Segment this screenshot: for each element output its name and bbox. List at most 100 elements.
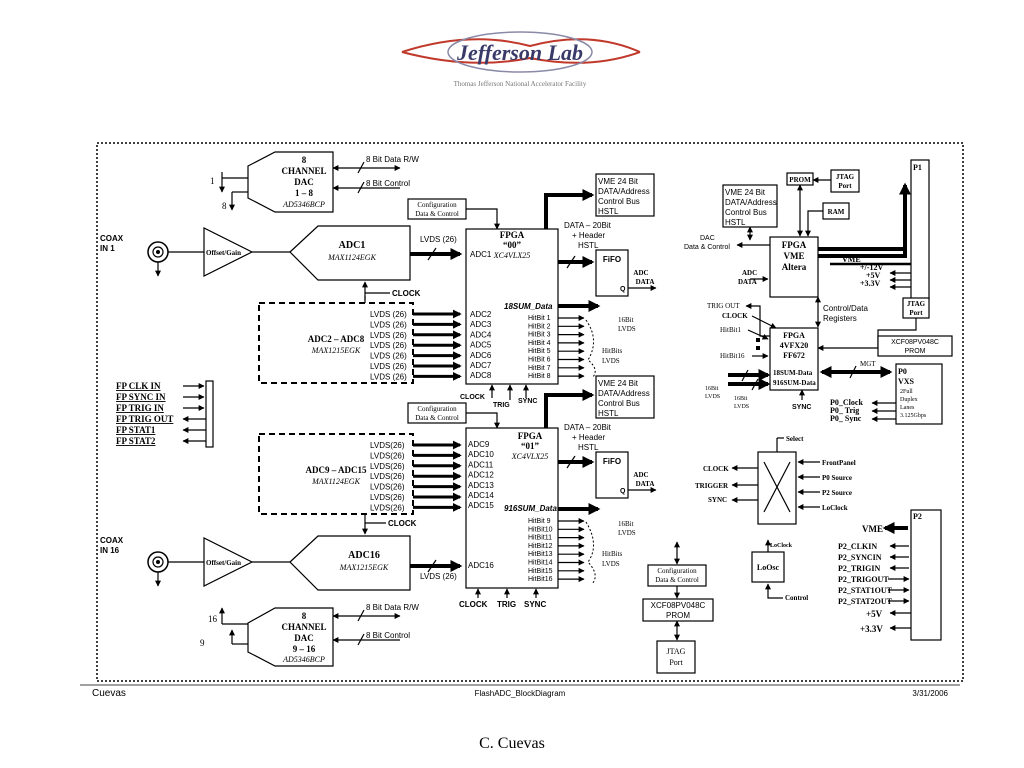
- svg-text:XC4VLX25: XC4VLX25: [511, 452, 548, 461]
- svg-text:916SUM_Data: 916SUM_Data: [504, 504, 557, 513]
- footer-left: Cuevas: [92, 688, 126, 699]
- adc16-block: [289, 535, 411, 591]
- p2-signal-label: P2_SYNCIN: [838, 553, 882, 562]
- svg-text:916SUM-Data: 916SUM-Data: [773, 379, 816, 387]
- fpga-input-label: ADC2: [470, 310, 492, 319]
- svg-text:DATA: DATA: [636, 480, 655, 488]
- footer-center: FlashADC_BlockDiagram: [475, 689, 566, 698]
- svg-text:DATA: DATA: [738, 278, 757, 286]
- svg-text:Data & Control: Data & Control: [415, 414, 459, 422]
- lvds-label: LVDS(26): [370, 472, 405, 481]
- svg-text:+5V: +5V: [866, 271, 881, 280]
- svg-text:FrontPanel: FrontPanel: [822, 459, 856, 467]
- svg-text:DAC: DAC: [294, 633, 314, 643]
- svg-text:9: 9: [200, 638, 205, 648]
- svg-text:ADC2 – ADC8: ADC2 – ADC8: [308, 334, 365, 344]
- bottom-prom-chain: Configuration Data & Control XCF08PV048C…: [642, 541, 714, 674]
- svg-text:+ Header: + Header: [572, 231, 605, 240]
- svg-text:DATA – 20Bit: DATA – 20Bit: [564, 423, 612, 432]
- svg-text:HitBit16: HitBit16: [720, 352, 745, 360]
- svg-text:Q: Q: [620, 488, 626, 495]
- svg-text:4VFX20: 4VFX20: [780, 341, 808, 350]
- hitbit-label: HitBit12: [528, 543, 553, 550]
- svg-text:P1: P1: [913, 163, 922, 172]
- svg-text:LVDS (26): LVDS (26): [420, 235, 457, 244]
- svg-text:ADC: ADC: [633, 471, 648, 479]
- svg-text:18SUM_Data: 18SUM_Data: [504, 302, 553, 311]
- fpga-input-label: ADC6: [470, 351, 492, 360]
- svg-text:LVDS: LVDS: [618, 529, 636, 537]
- local-oscillator: LoOsc LoClock Control: [751, 539, 808, 602]
- svg-text:FPGA: FPGA: [518, 431, 543, 441]
- svg-text:P0_ Sync: P0_ Sync: [830, 414, 862, 423]
- adc-group-2-8: ADC2 – ADC8 MAX1215EGK LVDS (26) LVDS (26…: [258, 296, 462, 384]
- fpga-input-label: ADC16: [468, 561, 494, 570]
- svg-text:COAX: COAX: [100, 234, 124, 243]
- svg-text:16Bit: 16Bit: [618, 520, 634, 528]
- p2-signal-label: P2_STAT2OUT: [838, 597, 893, 606]
- svg-text:MAX1215EGK: MAX1215EGK: [311, 346, 361, 355]
- svg-text:8 Bit Data R/W: 8 Bit Data R/W: [366, 155, 419, 164]
- p2-signal-label: P2_TRIGOUT: [838, 575, 889, 584]
- svg-text:HitBits: HitBits: [602, 347, 623, 355]
- svg-text:Port: Port: [669, 658, 683, 667]
- svg-text:LoClock: LoClock: [770, 543, 793, 549]
- svg-text:CLOCK: CLOCK: [460, 394, 485, 401]
- svg-text:1: 1: [210, 176, 215, 186]
- svg-text:18SUM-Data: 18SUM-Data: [773, 369, 813, 377]
- hitbit-label: HitBit15: [528, 568, 553, 575]
- p0-connector: P0 VXS 2Full Duplex Lanes 3.125Gbps P0_C…: [830, 363, 943, 425]
- svg-text:Configuration: Configuration: [657, 567, 697, 575]
- svg-text:3.125Gbps: 3.125Gbps: [900, 413, 927, 419]
- svg-text:DATA – 20Bit: DATA – 20Bit: [564, 221, 612, 230]
- lvds-label: LVDS (26): [370, 372, 407, 381]
- svg-text:Configuration: Configuration: [417, 201, 457, 209]
- svg-text:FiFO: FiFO: [603, 255, 621, 264]
- svg-text:AD5346BCP: AD5346BCP: [282, 200, 325, 209]
- svg-text:LVDS (26): LVDS (26): [420, 572, 457, 581]
- svg-text:VME 24 Bit: VME 24 Bit: [598, 177, 639, 186]
- hitbit-label: HitBit16: [528, 576, 553, 583]
- svg-text:Port: Port: [838, 182, 852, 190]
- svg-text:ADC9 – ADC15: ADC9 – ADC15: [305, 465, 367, 475]
- lvds-label: LVDS(26): [370, 451, 405, 460]
- svg-text:“00”: “00”: [503, 240, 522, 250]
- offset-gain-amp-1: [203, 227, 254, 277]
- svg-text:MAX1124EGK: MAX1124EGK: [311, 477, 361, 486]
- svg-text:CLOCK: CLOCK: [722, 312, 748, 320]
- svg-text:LoClock: LoClock: [822, 504, 848, 512]
- svg-text:CLOCK: CLOCK: [388, 519, 417, 528]
- p2-signal-label: P2_STAT1OUT: [838, 586, 893, 595]
- hitbit-label: HitBit 3: [528, 332, 551, 339]
- hitbit-label: HitBit11: [528, 535, 552, 542]
- svg-text:JTAG: JTAG: [836, 173, 855, 181]
- fpga-input-label: ADC11: [468, 460, 494, 469]
- fpga-input-label: ADC12: [468, 471, 494, 480]
- svg-text:16: 16: [208, 614, 218, 624]
- fpga-input-label: ADC9: [468, 440, 490, 449]
- svg-text:P0 Source: P0 Source: [822, 474, 852, 482]
- fpga-input-label: ADC15: [468, 501, 494, 510]
- svg-text:MGT: MGT: [860, 360, 876, 368]
- hitbit-label: HitBit 6: [528, 357, 551, 364]
- svg-text:Select: Select: [786, 435, 804, 443]
- logo-subtitle: Thomas Jefferson National Accelerator Fa…: [454, 80, 587, 88]
- svg-text:PROM: PROM: [905, 348, 926, 355]
- footer-right: 3/31/2006: [912, 689, 948, 698]
- svg-text:SYNC: SYNC: [518, 398, 537, 405]
- svg-text:Control Bus: Control Bus: [725, 208, 767, 217]
- svg-text:Registers: Registers: [823, 314, 857, 323]
- fp-signal-label: FP TRIG IN: [116, 403, 164, 413]
- svg-text:DATA/Address: DATA/Address: [598, 187, 650, 196]
- lvds-label: LVDS (26): [370, 341, 407, 350]
- lvds-label: LVDS(26): [370, 483, 405, 492]
- svg-text:XCF08PV048C: XCF08PV048C: [651, 601, 706, 610]
- svg-text:ADC16: ADC16: [348, 550, 380, 561]
- svg-text:DATA/Address: DATA/Address: [725, 198, 777, 207]
- fpga-01-box: [465, 427, 559, 589]
- hitbit-label: HitBit14: [528, 560, 553, 567]
- svg-text:HSTL: HSTL: [598, 207, 619, 216]
- fp-signal-label: FP STAT1: [116, 425, 156, 435]
- svg-text:+5V: +5V: [866, 609, 883, 619]
